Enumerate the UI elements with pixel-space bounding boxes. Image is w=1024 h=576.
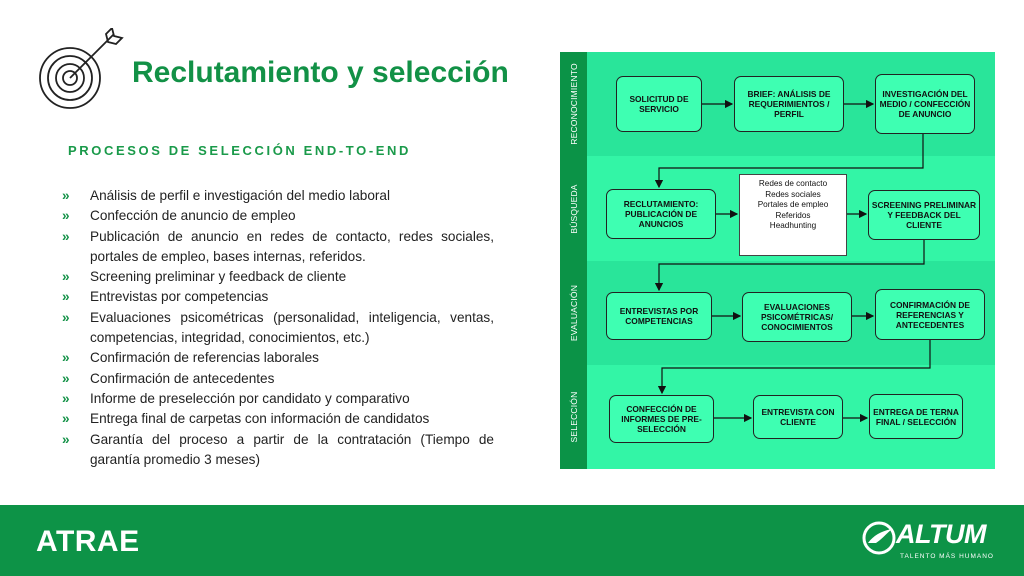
bullet-marker: » <box>62 188 70 203</box>
logo-wordmark: ALTUM <box>896 519 986 549</box>
footer-brand: ATRAE <box>36 525 140 558</box>
page-title: Reclutamiento y selección <box>132 56 509 89</box>
list-item: »Entrega final de carpetas con informaci… <box>62 409 494 429</box>
node-confirmacion: CONFIRMACIÓN DE REFERENCIAS Y ANTECEDENT… <box>875 289 985 340</box>
bullet-list: »Análisis de perfil e investigación del … <box>62 186 494 470</box>
list-item: »Screening preliminar y feedback de clie… <box>62 267 494 287</box>
channels-note: Redes de contacto Redes sociales Portale… <box>739 174 847 256</box>
list-item: »Confirmación de antecedentes <box>62 369 494 389</box>
list-item: »Informe de preselección por candidato y… <box>62 389 494 409</box>
node-entrega: ENTREGA DE TERNA FINAL / SELECCIÓN <box>869 394 963 439</box>
bullet-marker: » <box>62 411 70 427</box>
stage-label: BÚSQUEDA <box>560 156 587 261</box>
altum-logo: ALTUM TALENTO MÁS HUMANO <box>862 519 1002 567</box>
node-reclutamiento: RECLUTAMIENTO: PUBLICACIÓN DE ANUNCIOS <box>606 189 716 239</box>
bullet-marker: » <box>62 370 70 386</box>
node-evaluaciones: EVALUACIONES PSICOMÉTRICAS/ CONOCIMIENTO… <box>742 292 852 342</box>
node-entrevista-cliente: ENTREVISTA CON CLIENTE <box>753 395 843 439</box>
list-item: »Garantía del proceso a partir de la con… <box>62 431 494 467</box>
node-screening: SCREENING PRELIMINAR Y FEEDBACK DEL CLIE… <box>868 190 980 240</box>
logo-tagline: TALENTO MÁS HUMANO <box>900 553 994 560</box>
section-subtitle: PROCESOS DE SELECCIÓN END-TO-END <box>68 143 411 158</box>
stage-label: RECONOCIMIENTO <box>560 52 587 156</box>
node-investigacion: INVESTIGACIÓN DEL MEDIO / CONFECCIÓN DE … <box>875 74 975 134</box>
bullet-marker: » <box>62 208 70 224</box>
bullet-marker: » <box>62 431 70 447</box>
list-item: »Análisis de perfil e investigación del … <box>62 186 494 206</box>
bullet-marker: » <box>62 390 70 406</box>
list-item: »Confección de anuncio de empleo <box>62 206 494 226</box>
bullet-marker: » <box>62 309 70 325</box>
stage-label: EVALUACIÓN <box>560 261 587 365</box>
list-item: »Entrevistas por competencias <box>62 287 494 307</box>
node-entrevistas: ENTREVISTAS POR COMPETENCIAS <box>606 292 712 340</box>
bullet-marker: » <box>62 269 70 285</box>
list-item: »Publicación de anuncio en redes de cont… <box>62 228 494 264</box>
node-informes: CONFECCIÓN DE INFORMES DE PRE-SELECCIÓN <box>609 395 714 443</box>
bird-icon <box>862 521 896 555</box>
target-icon <box>39 28 124 109</box>
footer-bar: ATRAE ALTUM TALENTO MÁS HUMANO <box>0 505 1024 576</box>
bullet-marker: » <box>62 228 70 244</box>
bullet-marker: » <box>62 289 70 305</box>
process-flow-diagram: RECONOCIMIENTO BÚSQUEDA EVALUACIÓN SELEC… <box>560 52 995 469</box>
list-item: »Evaluaciones psicométricas (personalida… <box>62 309 494 346</box>
list-item: »Confirmación de referencias laborales <box>62 348 494 368</box>
node-brief: BRIEF: ANÁLISIS DE REQUERIMIENTOS / PERF… <box>734 76 844 132</box>
bullet-marker: » <box>62 350 70 366</box>
stage-label: SELECCIÓN <box>560 365 587 469</box>
node-solicitud: SOLICITUD DE SERVICIO <box>616 76 702 132</box>
